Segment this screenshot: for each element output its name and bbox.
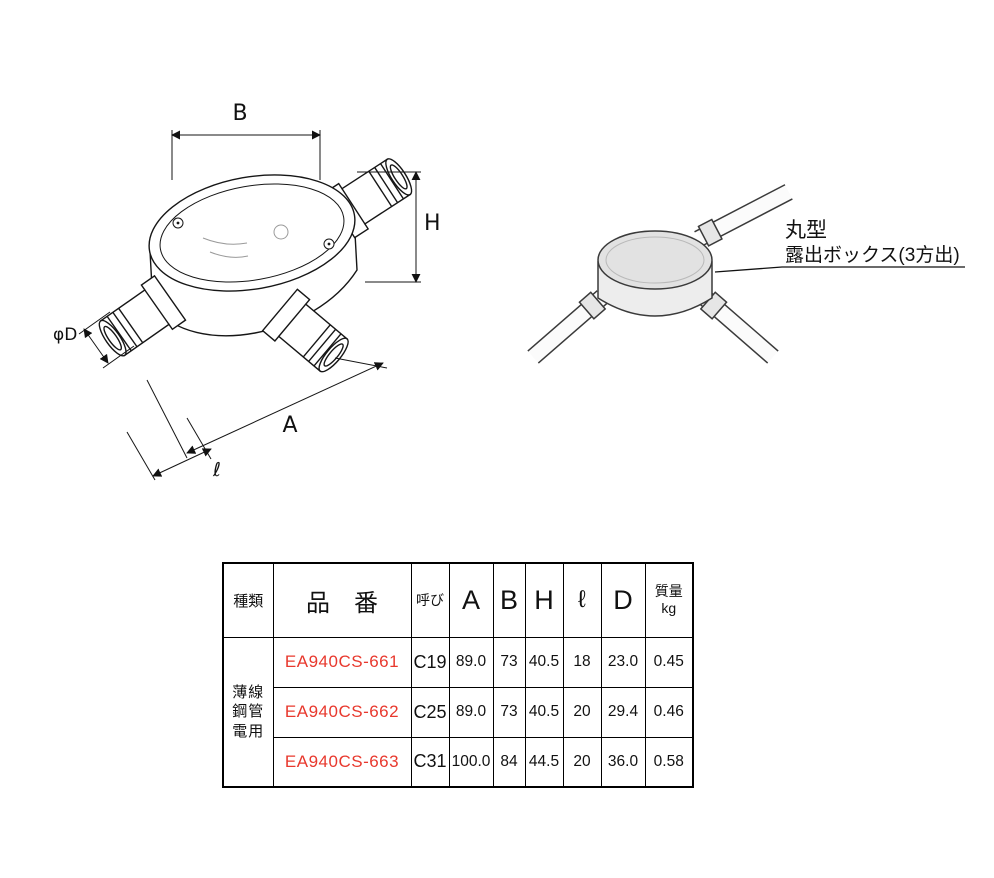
box-top: [597, 230, 713, 290]
dim-ell: 20: [562, 736, 602, 788]
nominal-size: C25: [410, 686, 450, 738]
pipe-left: [527, 290, 609, 364]
mass-kg: 0.45: [644, 636, 694, 688]
nominal-size: C19: [410, 636, 450, 688]
callout-line1: 丸型: [785, 219, 827, 242]
col-header-D: D: [600, 562, 646, 638]
dim-label-B: B: [232, 101, 247, 126]
dimension-lines: [78, 130, 421, 481]
dim-label-A: A: [282, 413, 297, 438]
callout-line2: 露出ボックス(3方出): [785, 244, 960, 266]
lid-embossing: [202, 224, 289, 258]
col-header-part: 品 番: [272, 562, 412, 638]
dimension-drawing: B H φD A ℓ: [53, 101, 441, 481]
kind-cell: 薄線 鋼管 電用: [222, 636, 274, 788]
product-illustration: 丸型 露出ボックス(3方出): [527, 184, 965, 364]
col-header-kind: 種類: [222, 562, 274, 638]
col-header-B: B: [492, 562, 526, 638]
col-header-nominal: 呼び: [410, 562, 450, 638]
dim-B: 84: [492, 736, 526, 788]
dim-label-H: H: [424, 211, 441, 236]
mass-kg: 0.46: [644, 686, 694, 738]
dim-H: 40.5: [524, 686, 564, 738]
callout: 丸型 露出ボックス(3方出): [714, 219, 965, 273]
nominal-size: C31: [410, 736, 450, 788]
dim-B: 73: [492, 636, 526, 688]
dim-ell: 18: [562, 636, 602, 688]
mass-label: 質量: [654, 582, 683, 599]
dim-label-phiD: φD: [53, 325, 77, 345]
dim-A: 100.0: [448, 736, 494, 788]
dim-H: 44.5: [524, 736, 564, 788]
col-header-ell: ℓ: [562, 562, 602, 638]
spec-table: 種類 品 番 呼び A B H ℓ D 質量 kg 薄線 鋼管 電用: [222, 562, 694, 788]
col-header-H: H: [524, 562, 564, 638]
dim-B: 73: [492, 686, 526, 738]
dim-H: 40.5: [524, 636, 564, 688]
dim-A: 89.0: [448, 686, 494, 738]
dim-A: 89.0: [448, 636, 494, 688]
dim-label-ell: ℓ: [212, 459, 221, 481]
dim-D: 29.4: [600, 686, 646, 738]
part-number: EA940CS-663: [272, 736, 412, 788]
part-number: EA940CS-661: [272, 636, 412, 688]
part-number: EA940CS-662: [272, 686, 412, 738]
mass-unit-label: kg: [661, 600, 677, 617]
col-header-mass: 質量 kg: [644, 562, 694, 638]
table-row: EA940CS-662 C25 89.0 73 40.5 20 29.4 0.4…: [223, 686, 694, 738]
col-header-A: A: [448, 562, 494, 638]
pipe-lower-right: [697, 290, 779, 364]
dim-ell: 20: [562, 686, 602, 738]
table-row: 薄線 鋼管 電用 EA940CS-661 C19 89.0 73 40.5 18…: [222, 636, 694, 788]
mass-kg: 0.58: [644, 736, 694, 788]
dim-D: 23.0: [600, 636, 646, 688]
pipe-upper-right: [694, 184, 793, 247]
table-row: EA940CS-663 C31 100.0 84 44.5 20 36.0 0.…: [223, 736, 694, 788]
dim-D: 36.0: [600, 736, 646, 788]
box-lid: [148, 174, 356, 292]
